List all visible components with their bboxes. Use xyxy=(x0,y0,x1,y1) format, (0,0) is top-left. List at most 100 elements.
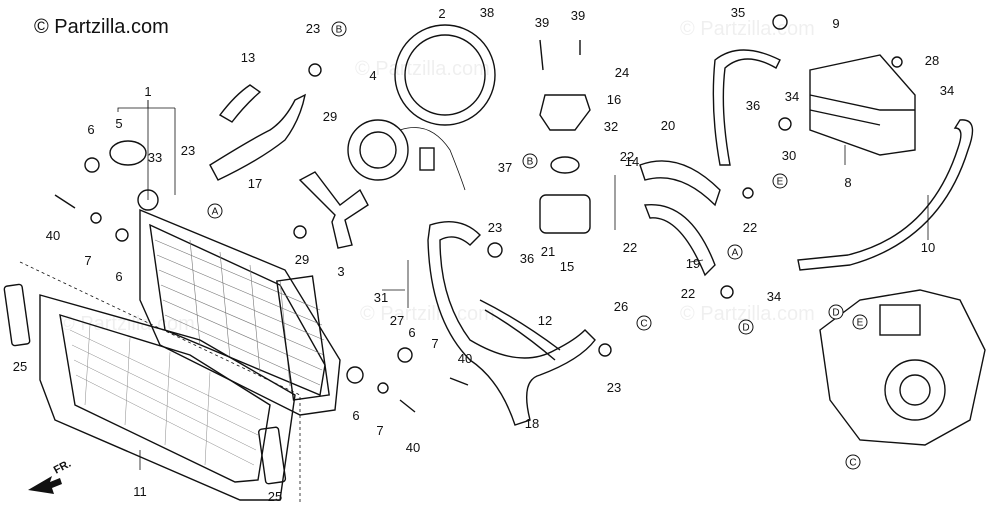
ref-marker-a: A xyxy=(727,244,743,260)
svg-text:C: C xyxy=(640,319,647,330)
callout-22: 22 xyxy=(681,286,695,301)
callout-15: 15 xyxy=(560,259,574,274)
callout-5: 5 xyxy=(115,116,122,131)
callout-25: 25 xyxy=(13,359,27,374)
callout-29: 29 xyxy=(323,109,337,124)
callout-4: 4 xyxy=(369,68,376,83)
callout-32: 32 xyxy=(604,119,618,134)
callout-38: 38 xyxy=(480,5,494,20)
svg-text:A: A xyxy=(212,207,219,218)
callout-11: 11 xyxy=(133,484,147,499)
callout-39: 39 xyxy=(571,8,585,23)
ref-layer: A A B B C C D D E E xyxy=(207,21,868,470)
callout-10: 10 xyxy=(921,240,935,255)
engine xyxy=(819,289,986,446)
ref-marker-c: C xyxy=(845,454,861,470)
watermark: © Partzilla.com xyxy=(360,303,495,325)
svg-text:D: D xyxy=(832,308,839,319)
callout-40: 40 xyxy=(46,228,60,243)
reserve-tank xyxy=(809,54,916,156)
svg-text:A: A xyxy=(732,248,739,259)
front-marker: FR. xyxy=(52,458,73,477)
callout-7: 7 xyxy=(84,253,91,268)
callout-20: 20 xyxy=(661,118,675,133)
callout-14: 14 xyxy=(625,154,639,169)
svg-text:B: B xyxy=(336,25,343,36)
svg-text:E: E xyxy=(777,177,784,188)
callout-33: 33 xyxy=(148,150,162,165)
callout-23: 23 xyxy=(607,380,621,395)
callout-19: 19 xyxy=(686,256,700,271)
callout-18: 18 xyxy=(525,416,539,431)
callout-1: 1 xyxy=(144,84,151,99)
fan-shroud xyxy=(394,24,496,126)
callout-21: 21 xyxy=(541,244,555,259)
callout-8: 8 xyxy=(844,175,851,190)
callout-2: 2 xyxy=(438,6,445,21)
ref-marker-b: B xyxy=(522,153,538,169)
ref-marker-c: C xyxy=(636,315,652,331)
callout-12: 12 xyxy=(538,313,552,328)
small-parts xyxy=(54,14,903,413)
callout-36: 36 xyxy=(746,98,760,113)
callout-17: 17 xyxy=(248,176,262,191)
fan-blades xyxy=(298,171,369,249)
callout-23: 23 xyxy=(306,21,320,36)
svg-text:B: B xyxy=(527,157,534,168)
hoses xyxy=(209,49,974,426)
callout-35: 35 xyxy=(731,5,745,20)
callout-layer: 1234566667778910111213141516171819202122… xyxy=(13,5,954,504)
callout-23: 23 xyxy=(488,220,502,235)
radiator-grille xyxy=(19,261,301,505)
callout-24: 24 xyxy=(615,65,629,80)
brand-label: © Partzilla.com xyxy=(34,16,169,38)
callout-6: 6 xyxy=(87,122,94,137)
svg-text:E: E xyxy=(857,318,864,329)
callout-22: 22 xyxy=(623,240,637,255)
callout-37: 37 xyxy=(498,160,512,175)
callout-22: 22 xyxy=(743,220,757,235)
thermostat-housing xyxy=(539,94,591,234)
callout-13: 13 xyxy=(241,50,255,65)
watermark: © Partzilla.com xyxy=(680,303,815,325)
callout-34: 34 xyxy=(785,89,799,104)
ref-marker-a: A xyxy=(207,203,223,219)
svg-text:D: D xyxy=(742,323,749,334)
ref-marker-b: B xyxy=(331,21,347,37)
callout-26: 26 xyxy=(614,299,628,314)
front-arrow: FR. xyxy=(28,458,73,494)
watermark: © Partzilla.com xyxy=(355,58,490,80)
svg-text:C: C xyxy=(849,458,856,469)
fan-motor xyxy=(347,119,466,191)
callout-30: 30 xyxy=(782,148,796,163)
callout-28: 28 xyxy=(925,53,939,68)
callout-7: 7 xyxy=(431,336,438,351)
ref-marker-d: D xyxy=(738,319,754,335)
callout-31: 31 xyxy=(374,290,388,305)
callout-6: 6 xyxy=(115,269,122,284)
leader-lines xyxy=(117,100,929,470)
ref-marker-d: D xyxy=(828,304,844,320)
callout-3: 3 xyxy=(337,264,344,279)
callout-6: 6 xyxy=(352,408,359,423)
callout-36: 36 xyxy=(520,251,534,266)
callout-25: 25 xyxy=(268,489,282,504)
callout-34: 34 xyxy=(940,83,954,98)
side-pads xyxy=(3,283,287,485)
callout-40: 40 xyxy=(406,440,420,455)
callout-34: 34 xyxy=(767,289,781,304)
callout-7: 7 xyxy=(376,423,383,438)
callout-40: 40 xyxy=(458,351,472,366)
callout-39: 39 xyxy=(535,15,549,30)
radiator xyxy=(137,189,341,416)
watermark: © Partzilla.com xyxy=(60,313,195,335)
callout-22: 22 xyxy=(620,149,634,164)
ref-marker-e: E xyxy=(852,314,868,330)
callout-6: 6 xyxy=(408,325,415,340)
callout-16: 16 xyxy=(607,92,621,107)
watermark: © Partzilla.com xyxy=(680,18,815,40)
callout-9: 9 xyxy=(832,16,839,31)
callout-27: 27 xyxy=(390,313,404,328)
